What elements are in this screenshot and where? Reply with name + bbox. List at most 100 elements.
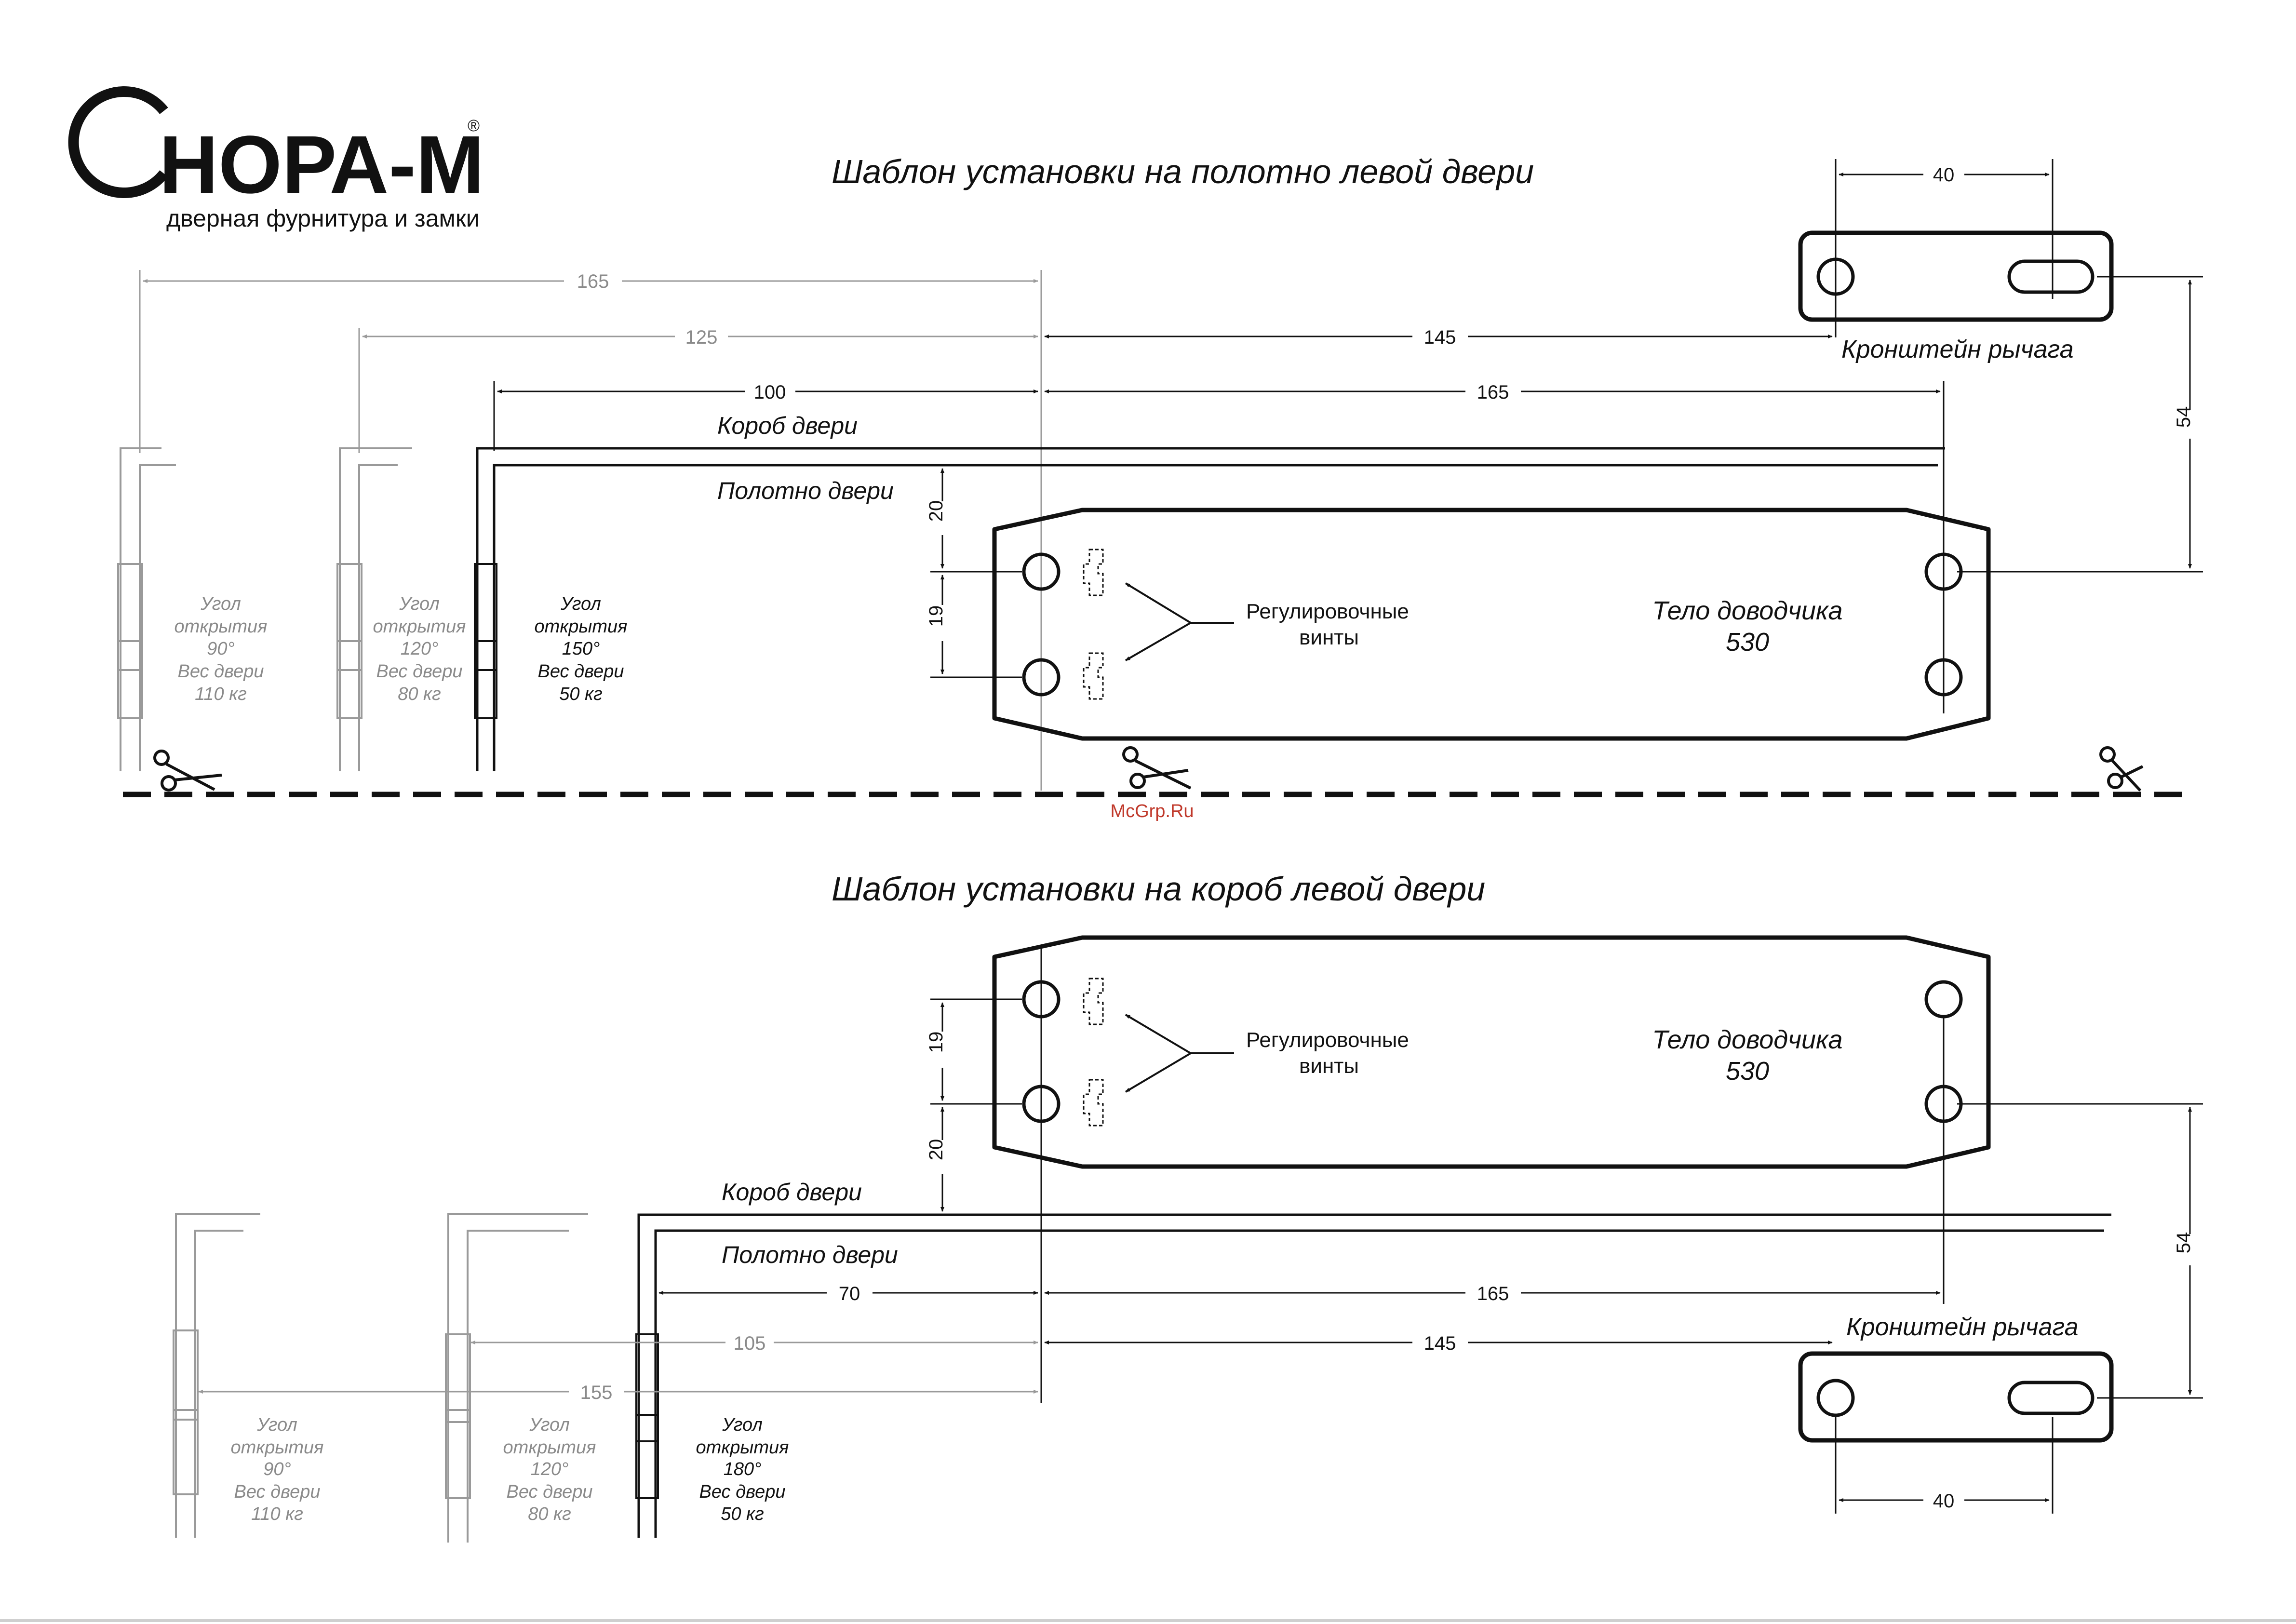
svg-text:Угол: Угол <box>399 594 440 614</box>
svg-text:180°: 180° <box>724 1459 762 1479</box>
bottom-dim-165-label: 165 <box>1477 1283 1509 1304</box>
top-door-lines <box>474 447 1945 771</box>
mount-hole-icon <box>1022 552 1061 591</box>
adjust-screw-icon <box>1083 1079 1104 1127</box>
bottom-door-frame-line <box>637 1213 2111 1538</box>
svg-text:110 кг: 110 кг <box>195 684 247 704</box>
svg-text:80 кг: 80 кг <box>528 1504 571 1524</box>
bottom-dim-20-label: 20 <box>926 1139 947 1161</box>
bottom-dim-19-20 <box>930 998 1022 1212</box>
top-dim-145-label: 145 <box>1424 327 1456 348</box>
svg-text:90°: 90° <box>207 639 234 659</box>
top-door-frame-label: Короб двери <box>717 412 858 439</box>
svg-text:открытия: открытия <box>373 617 466 637</box>
brand-name: НОРА-М <box>159 119 484 211</box>
svg-text:Угол: Угол <box>200 594 241 614</box>
mount-hole-icon <box>1924 552 1963 591</box>
mount-hole-icon <box>1022 658 1061 697</box>
brand-tagline: дверная фурнитура и замки <box>166 205 480 232</box>
logo-swoosh-icon <box>68 86 168 198</box>
bottom-angle-90: Угол открытия 90° Вес двери 110 кг <box>231 1415 324 1524</box>
svg-text:120°: 120° <box>401 639 439 659</box>
svg-text:Вес двери: Вес двери <box>699 1482 785 1502</box>
top-dim-125-label: 125 <box>685 327 718 348</box>
svg-text:Вес двери: Вес двери <box>537 661 624 682</box>
bottom-bracket-label: Кронштейн рычага <box>1846 1313 2078 1341</box>
svg-text:150°: 150° <box>562 639 600 659</box>
top-dim-165-label: 165 <box>1477 382 1509 403</box>
top-screws-label-1: Регулировочные <box>1246 600 1409 623</box>
bottom-title: Шаблон установки на короб левой двери <box>832 870 1485 908</box>
top-dim-40-label: 40 <box>1933 164 1955 186</box>
top-bracket-label: Кронштейн рычага <box>1841 336 2073 363</box>
bottom-door-lines <box>635 1213 2111 1538</box>
top-door-frame-line <box>476 447 1945 771</box>
bottom-dim-165 <box>1044 1017 1945 1304</box>
top-template: Шаблон установки на полотно левой двери … <box>117 153 2203 791</box>
top-hinge-90 <box>117 447 176 771</box>
svg-text:Угол: Угол <box>560 594 601 614</box>
mount-hole-icon <box>1924 980 1963 1019</box>
bottom-dim-145-label: 145 <box>1424 1333 1456 1354</box>
bottom-angle-120: Угол открытия 120° Вес двери 80 кг <box>503 1415 596 1524</box>
top-dim-40 <box>1835 159 2054 337</box>
cut-line: McGrp.Ru <box>123 746 2184 821</box>
top-door-leaf-label: Полотно двери <box>717 477 894 504</box>
top-dim-165-gray-label: 165 <box>577 271 609 292</box>
svg-text:Угол: Угол <box>722 1415 763 1435</box>
bottom-closer-label-1: Тело доводчика <box>1652 1025 1842 1054</box>
top-angle-150: Угол открытия 150° Вес двери 50 кг <box>535 594 628 704</box>
top-angle-120: Угол открытия 120° Вес двери 80 кг <box>373 594 466 704</box>
top-screws-label-2: винты <box>1299 626 1359 649</box>
adjust-screw-icon <box>1083 652 1104 700</box>
top-dim-100 <box>493 381 1038 451</box>
svg-text:открытия: открытия <box>175 617 268 637</box>
svg-text:50 кг: 50 кг <box>559 684 603 704</box>
bottom-screws-label-1: Регулировочные <box>1246 1028 1409 1052</box>
bottom-door-frame-label: Короб двери <box>722 1179 862 1206</box>
top-dim-19-label: 19 <box>926 605 947 627</box>
bottom-dim-155-label: 155 <box>580 1382 613 1403</box>
svg-text:открытия: открытия <box>503 1437 596 1458</box>
top-dim-54 <box>1957 276 2203 573</box>
scissors-icon <box>1122 746 1192 790</box>
svg-text:Угол: Угол <box>529 1415 570 1435</box>
svg-text:Вес двери: Вес двери <box>376 661 462 682</box>
top-closer-body <box>992 508 1991 741</box>
adjust-screw-icon <box>1083 978 1104 1025</box>
bottom-lever-bracket <box>1798 1351 2114 1443</box>
bottom-door-leaf-label: Полотно двери <box>722 1241 898 1268</box>
top-dim-165 <box>1044 381 1945 713</box>
top-dim-125 <box>358 328 1038 453</box>
top-dim-165-gray <box>139 270 1042 791</box>
svg-text:110 кг: 110 кг <box>251 1504 303 1524</box>
bottom-screw-pointer <box>1125 1014 1234 1093</box>
svg-text:Вес двери: Вес двери <box>506 1482 592 1502</box>
top-title: Шаблон установки на полотно левой двери <box>832 153 1534 190</box>
bottom-template: Шаблон установки на короб левой двери Ре… <box>173 870 2203 1543</box>
top-closer-label-2: 530 <box>1726 628 1769 657</box>
top-angle-90: Угол открытия 90° Вес двери 110 кг <box>175 594 268 704</box>
svg-text:Угол: Угол <box>256 1415 297 1435</box>
bottom-door-leaf-line <box>654 1229 2104 1538</box>
top-closer-label-1: Тело доводчика <box>1652 596 1842 625</box>
bottom-dim-54-label: 54 <box>2173 1232 2194 1254</box>
top-screw-pointer <box>1125 582 1234 661</box>
svg-text:Вес двери: Вес двери <box>234 1482 320 1502</box>
svg-text:120°: 120° <box>531 1459 569 1479</box>
top-dim-20-label: 20 <box>926 500 947 522</box>
top-dim-100-label: 100 <box>754 382 786 403</box>
svg-text:открытия: открытия <box>231 1437 324 1458</box>
bottom-dim-19-label: 19 <box>926 1032 947 1053</box>
bracket-hole-icon <box>1816 1379 1855 1417</box>
top-dim-54-label: 54 <box>2173 406 2194 428</box>
top-dim-20-19 <box>930 468 1022 678</box>
bottom-dim-70-label: 70 <box>839 1283 860 1304</box>
bottom-hinge-120 <box>445 1213 588 1543</box>
top-lever-bracket <box>1798 230 2114 322</box>
bottom-dim-70 <box>658 945 1042 1403</box>
svg-text:Вес двери: Вес двери <box>177 661 264 682</box>
svg-text:открытия: открытия <box>696 1437 789 1458</box>
mount-hole-icon <box>1924 658 1963 697</box>
